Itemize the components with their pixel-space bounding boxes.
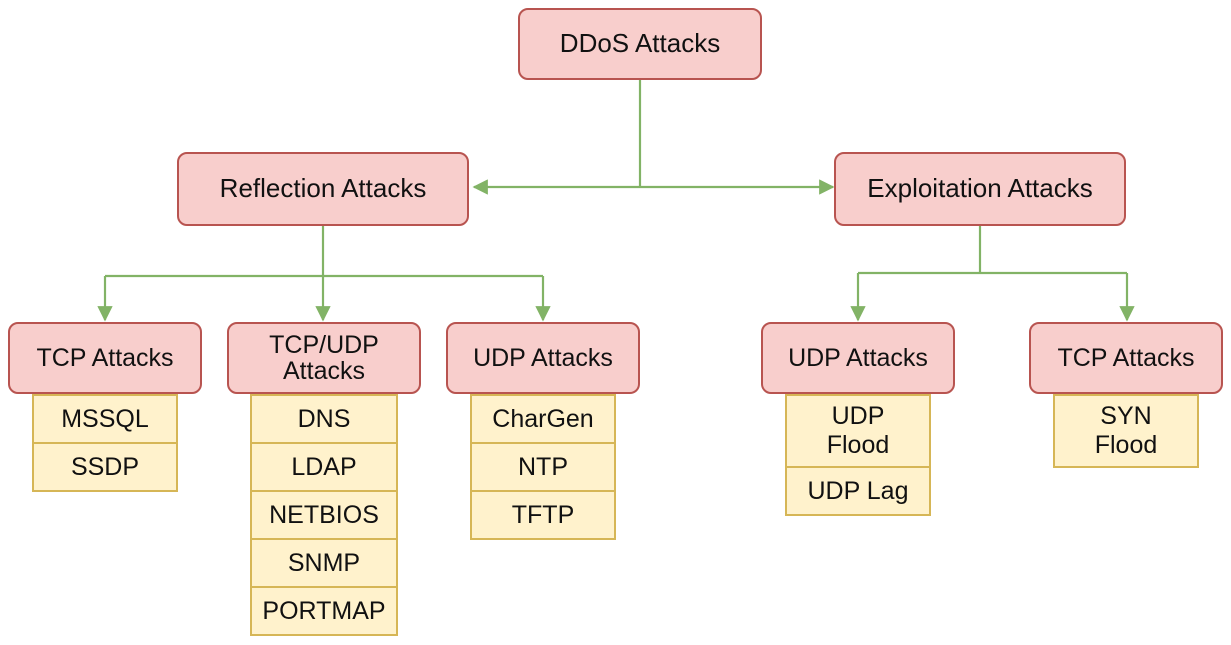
root-node: DDoS Attacks [518,8,762,80]
list-item: DNS [250,394,398,444]
item-list-reflection-tcpudp: DNS LDAP NETBIOS SNMP PORTMAP [250,394,398,636]
branch-node-exploitation: Exploitation Attacks [834,152,1126,226]
branch-node-reflection: Reflection Attacks [177,152,469,226]
category-node-exploitation-udp: UDP Attacks [761,322,955,394]
root-label: DDoS Attacks [559,28,721,59]
category-label: TCP Attacks [36,343,174,372]
item-list-exploitation-tcp: SYN Flood [1053,394,1199,468]
branch-label: Exploitation Attacks [867,173,1093,204]
category-label: UDP Attacks [788,343,928,372]
list-item: PORTMAP [250,586,398,636]
list-item: UDP Lag [785,466,931,516]
item-list-exploitation-udp: UDP Flood UDP Lag [785,394,931,516]
item-list-reflection-tcp: MSSQL SSDP [32,394,178,492]
category-label: TCP/UDP Attacks [269,330,379,385]
category-node-reflection-tcpudp: TCP/UDP Attacks [227,322,421,394]
list-item: CharGen [470,394,616,444]
category-node-exploitation-tcp: TCP Attacks [1029,322,1223,394]
branch-label: Reflection Attacks [219,173,427,204]
list-item: TFTP [470,490,616,540]
list-item: NTP [470,442,616,492]
category-label: TCP Attacks [1057,343,1195,372]
connector-reflection-bus [105,226,543,278]
connector-exploitation-bus [858,226,1127,275]
list-item: SSDP [32,442,178,492]
list-item: NETBIOS [250,490,398,540]
category-node-reflection-tcp: TCP Attacks [8,322,202,394]
list-item: LDAP [250,442,398,492]
category-node-reflection-udp: UDP Attacks [446,322,640,394]
list-item: UDP Flood [785,394,931,468]
list-item: SNMP [250,538,398,588]
category-label: UDP Attacks [473,343,613,372]
list-item: SYN Flood [1053,394,1199,468]
list-item: MSSQL [32,394,178,444]
item-list-reflection-udp: CharGen NTP TFTP [470,394,616,540]
